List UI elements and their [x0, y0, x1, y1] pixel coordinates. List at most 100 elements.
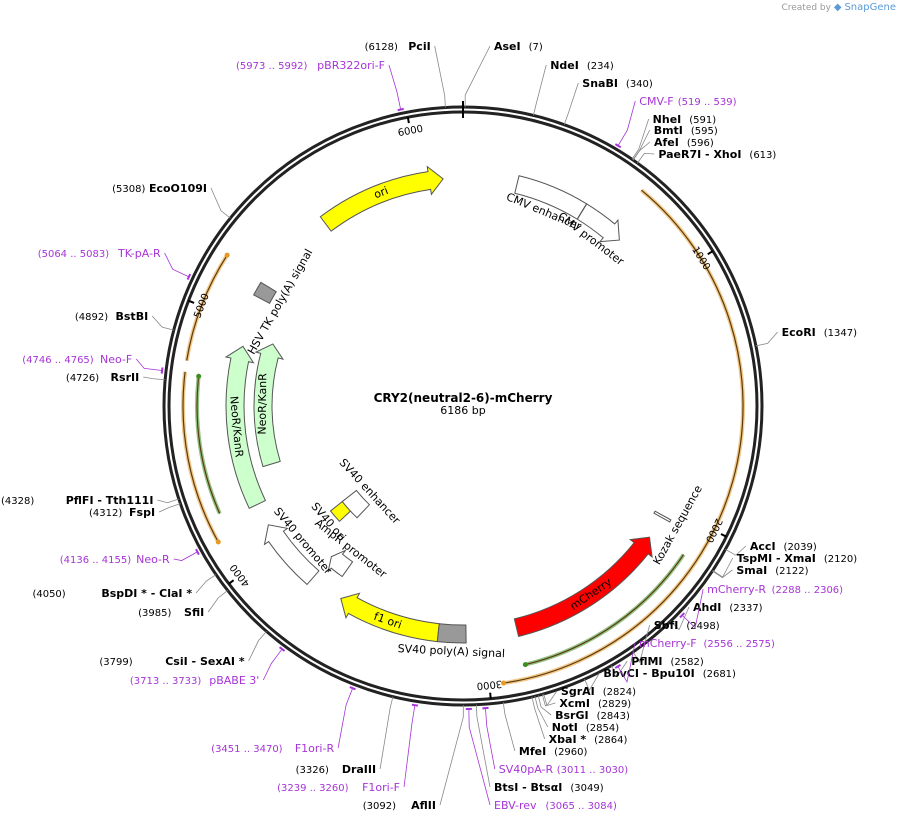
primer-sv40pa-r[interactable]: SV40pA-R(3011 .. 3030) [482, 706, 628, 776]
primer-name: TK-pA-R [117, 247, 161, 260]
site-leader [537, 695, 552, 716]
feature-shape [319, 165, 444, 232]
primer-binding-arrow-icon [160, 367, 164, 374]
site-btsi-bts-i[interactable]: BtsI - BtsαI(3049) [475, 704, 604, 794]
site-name: BstBI [116, 310, 149, 323]
site-label: XcmI(2829) [559, 697, 631, 710]
site-name: SbfI [654, 619, 679, 632]
site-label: EcoRI(1347) [782, 326, 858, 339]
primer-range: (3713 .. 3733) [130, 676, 202, 687]
site-position: (2681) [703, 669, 736, 680]
site-position: (2582) [671, 657, 704, 668]
site-draiii[interactable]: DraIII(3326) [296, 696, 394, 776]
site-position: (591) [689, 115, 716, 126]
site-position: (234) [587, 61, 614, 72]
site-position: (2829) [598, 699, 631, 710]
site-asei[interactable]: AseI(7) [464, 40, 543, 108]
primer-leader [164, 252, 190, 278]
site-afei[interactable]: AfeI (596) [632, 136, 714, 161]
primer-range: (2556 .. 2575) [704, 639, 776, 650]
primer-range: (2288 .. 2306) [772, 585, 844, 596]
site-label: SfiI [184, 606, 204, 619]
site-snabi[interactable]: SnaBI(340) [563, 77, 653, 125]
site-nhei[interactable]: NheI(591) [631, 113, 716, 160]
site-leader [632, 129, 651, 161]
feature-shape [252, 281, 277, 304]
site-position: (2864) [594, 735, 627, 746]
site-pflfi-tth111i[interactable]: PflFI - Tth111I(4328) [1, 494, 179, 507]
primer-leader [403, 705, 416, 788]
site-name: NotI [552, 721, 578, 734]
site-name: AccI [750, 540, 776, 553]
site-aflii[interactable]: AflII(3092) [363, 704, 464, 812]
site-leader [670, 606, 690, 631]
site-name: BbvCI - Bpu10I [603, 667, 694, 680]
site-noti[interactable]: NotI (2854) [534, 696, 619, 734]
site-bbvci-bpu10i[interactable]: BbvCI - Bpu10I (2681) [584, 667, 737, 692]
tick-label: 3000 [476, 678, 502, 691]
primer-name: pBABE 3' [209, 674, 259, 687]
orf-end-arrow-icon [522, 662, 528, 668]
site-label: BspDI * - ClaI * [101, 587, 192, 600]
site-rsrii[interactable]: RsrII(4726) [66, 371, 166, 384]
site-name: AfeI [654, 136, 679, 149]
site-name: AseI [494, 40, 521, 53]
site-pflmi[interactable]: PflMI(2582) [610, 655, 704, 677]
tick-mark [720, 533, 727, 538]
credit: Created by ◆ SnapGene [781, 2, 896, 13]
primer-ebv-rev[interactable]: EBV-rev(3065 .. 3084) [465, 707, 618, 812]
site-position: (4726) [66, 373, 99, 384]
site-ecori[interactable]: EcoRI(1347) [755, 326, 858, 347]
site-sfii[interactable]: SfiI(3985) [138, 590, 228, 619]
primer-f1ori-f[interactable]: F1ori-F(3239 .. 3260) [277, 703, 419, 794]
primer-range: (3065 .. 3084) [546, 801, 618, 812]
site-paer7i-xhoi[interactable]: PaeR7I - XhoI(613) [637, 148, 776, 164]
site-mfei[interactable]: MfeI(2960) [502, 702, 588, 758]
site-xbai[interactable]: XbaI *(2864) [531, 696, 628, 746]
primer-neo-f[interactable]: Neo-F(4746 .. 4765) [22, 353, 164, 374]
site-bspdi-clai[interactable]: BspDI * - ClaI * (4050) [32, 574, 217, 600]
site-position: (4050) [32, 589, 65, 600]
site-leader [439, 704, 464, 806]
site-position: (3799) [99, 657, 132, 668]
site-sbfi[interactable]: SbfI(2498) [632, 619, 720, 663]
site-name: AhdI [693, 601, 721, 614]
site-csii-sexai[interactable]: CsiI - SexAI *(3799) [99, 631, 267, 668]
primer-range: (4136 .. 4155) [60, 555, 132, 566]
feature-label: SV40 poly(A) signal [397, 642, 505, 660]
primer-tk-pa-r[interactable]: TK-pA-R (5064 .. 5083) [38, 247, 192, 281]
site-bsrgi[interactable]: BsrGI(2843) [537, 695, 630, 722]
site-position: (2854) [586, 723, 619, 734]
site-fspi[interactable]: FspI(4312) [89, 503, 181, 519]
primer-range: (5064 .. 5083) [38, 249, 110, 260]
orf-layer [181, 188, 746, 686]
site-ndei[interactable]: NdeI(234) [533, 59, 614, 116]
primer-f1ori-r[interactable]: F1ori-R(3451 .. 3470) [211, 686, 356, 755]
site-position: (3049) [570, 783, 603, 794]
site-name: BmtI [654, 124, 683, 137]
site-name: EcoO109I [149, 182, 207, 195]
site-position: (596) [687, 138, 714, 149]
feature-shape [341, 489, 371, 519]
site-smai[interactable]: SmaI(2122) [712, 564, 809, 579]
orf-line [525, 554, 685, 666]
primer-mcherry-r[interactable]: mCherry-R(2288 .. 2306) [679, 583, 844, 629]
site-acci[interactable]: AccI(2039) [725, 540, 817, 556]
site-pcii[interactable]: PciI(6128) [365, 40, 446, 108]
primer-pbr322ori-f[interactable]: pBR322ori-F(5973 .. 5992) [236, 59, 404, 112]
primer-cmv-f[interactable]: CMV-F(519 .. 539) [614, 95, 737, 149]
primer-mcherry-f[interactable]: mCherry-F(2556 .. 2575) [614, 637, 776, 684]
primer-neo-r[interactable]: Neo-R(4136 .. 4155) [60, 548, 200, 566]
primer-leader [337, 688, 354, 749]
site-label: SgrAI(2824) [561, 685, 636, 698]
primer-pbabe-3[interactable]: pBABE 3' (3713 .. 3733) [130, 646, 286, 687]
site-xcmi[interactable]: XcmI(2829) [541, 694, 631, 710]
site-label: NotI (2854) [552, 721, 619, 734]
orf-end-arrow-icon [215, 539, 221, 545]
site-label: PaeR7I - XhoI(613) [658, 148, 776, 161]
feature-kozak-sequence: Kozak sequence [650, 483, 705, 567]
site-ecoo109i[interactable]: EcoO109I(5308) [112, 182, 231, 219]
site-leader [533, 64, 547, 116]
site-bstbi[interactable]: BstBI(4892) [75, 310, 174, 331]
